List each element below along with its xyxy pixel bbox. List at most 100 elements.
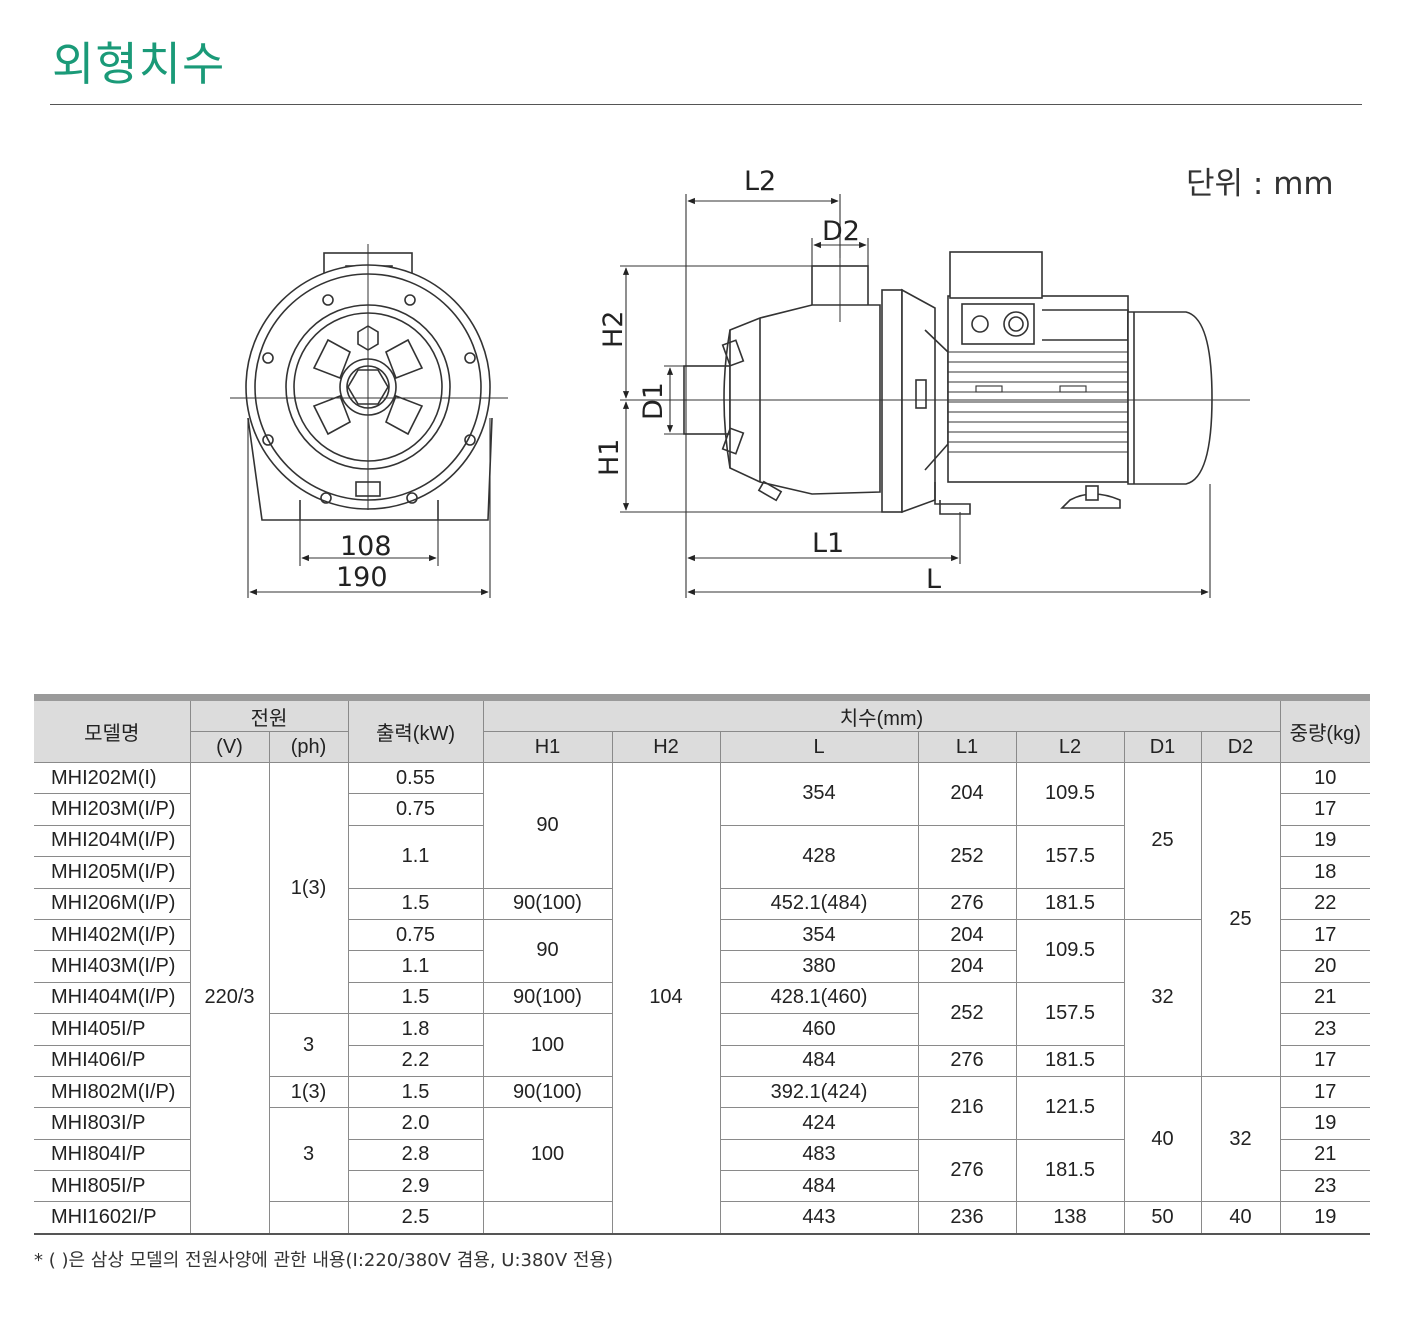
front-dim-108: 108 <box>340 531 392 562</box>
table-row: MHI805I/P 2.9 484 23 <box>34 1170 1370 1203</box>
side-dim-d2: D2 <box>822 216 860 247</box>
d2-cell: 32 <box>1200 1075 1281 1203</box>
model-cell: MHI803I/P <box>34 1107 191 1140</box>
table-row: MHI802M(I/P) 1(3) 1.5 90(100) 392.1(424)… <box>34 1075 1370 1203</box>
l-cell: 484 <box>719 1044 919 1077</box>
l-cell: 354 <box>719 918 919 952</box>
side-dim-h2: H2 <box>598 311 629 348</box>
model-cell: MHI402M(I/P) <box>34 918 191 952</box>
h1-cell: 90 <box>482 918 613 983</box>
l1-cell: 276 <box>917 1138 1017 1203</box>
weight-cell: 23 <box>1279 1170 1370 1203</box>
table-row: MHI1602I/P 2.5 443 236 138 50 40 19 <box>34 1201 1370 1235</box>
output-cell: 2.8 <box>347 1138 484 1172</box>
h1-cell: 90(100) <box>482 887 613 920</box>
model-cell: MHI405I/P <box>34 1013 191 1046</box>
weight-cell: 23 <box>1279 1013 1370 1046</box>
model-cell: MHI802M(I/P) <box>34 1075 191 1109</box>
output-cell: 0.75 <box>347 918 484 952</box>
l1-cell: 216 <box>917 1075 1017 1140</box>
l2-cell: 181.5 <box>1015 1044 1125 1077</box>
weight-cell: 10 <box>1279 761 1370 795</box>
model-cell: MHI206M(I/P) <box>34 887 191 920</box>
l-cell: 460 <box>719 1013 919 1046</box>
weight-cell: 17 <box>1279 1044 1370 1077</box>
d1-cell: 50 <box>1123 1201 1202 1235</box>
l-cell: 428.1(460) <box>719 981 919 1015</box>
footnote: * ( )은 삼상 모델의 전원사양에 관한 내용(I:220/380V 겸용,… <box>34 1250 614 1271</box>
l-cell: 424 <box>719 1107 919 1140</box>
weight-cell: 18 <box>1279 856 1370 889</box>
table-row: MHI403M(I/P) 1.1 380 204 20 <box>34 950 1370 983</box>
volt-cell: 220/3 <box>189 761 270 1235</box>
l2-cell: 157.5 <box>1015 824 1125 889</box>
model-cell: MHI805I/P <box>34 1170 191 1203</box>
weight-cell: 19 <box>1279 1107 1370 1140</box>
weight-cell: 21 <box>1279 981 1370 1015</box>
output-cell: 2.9 <box>347 1170 484 1203</box>
l2-cell: 121.5 <box>1015 1075 1125 1140</box>
title-divider <box>50 104 1362 105</box>
output-cell: 0.55 <box>347 761 484 795</box>
l1-cell: 236 <box>917 1201 1017 1235</box>
header-dims: 치수(mm) <box>482 697 1281 732</box>
weight-cell: 20 <box>1279 950 1370 983</box>
l2-cell: 181.5 <box>1015 887 1125 920</box>
weight-cell: 17 <box>1279 918 1370 952</box>
l-cell: 354 <box>719 762 919 826</box>
d2-cell: 40 <box>1200 1201 1281 1235</box>
table-row: MHI406I/P 2.2 484 276 181.5 17 <box>34 1044 1370 1077</box>
table-row: MHI206M(I/P) 1.5 90(100) 452.1(484) 276 … <box>34 887 1370 920</box>
side-dim-h1: H1 <box>594 439 625 476</box>
l2-cell: 138 <box>1015 1201 1125 1235</box>
h1-cell: 90(100) <box>482 1075 613 1109</box>
l1-cell: 204 <box>917 918 1017 952</box>
side-dim-d1: D1 <box>638 382 669 420</box>
l-cell: 483 <box>719 1138 919 1172</box>
h2-cell: 104 <box>611 761 721 1235</box>
output-cell: 1.8 <box>347 1013 484 1046</box>
output-cell: 1.5 <box>347 981 484 1015</box>
phase-cell: 3 <box>268 1013 349 1077</box>
side-dim-l2: L2 <box>744 166 776 197</box>
l1-cell: 276 <box>917 1044 1017 1077</box>
l-cell: 392.1(424) <box>719 1075 919 1109</box>
pump-side-view <box>683 251 1213 515</box>
model-cell: MHI202M(I) <box>34 761 191 795</box>
header-h2: H2 <box>611 731 721 763</box>
phase-cell: 1(3) <box>268 1075 349 1109</box>
model-cell: MHI1602I/P <box>34 1201 191 1235</box>
output-cell: 1.5 <box>347 1075 484 1109</box>
header-phase: (ph) <box>268 731 349 763</box>
header-volt: (V) <box>190 731 270 763</box>
header-model: 모델명 <box>34 697 191 763</box>
l-cell: 452.1(484) <box>719 887 919 920</box>
table-row: MHI404M(I/P) 1.5 90(100) 428.1(460) 252 … <box>34 981 1370 1046</box>
weight-cell: 19 <box>1279 824 1370 858</box>
output-cell: 2.5 <box>347 1201 484 1235</box>
model-cell: MHI205M(I/P) <box>34 856 191 889</box>
d1-cell: 32 <box>1123 918 1202 1077</box>
unit-label: 단위 : mm <box>1186 166 1334 202</box>
header-h1: H1 <box>482 731 613 763</box>
l1-cell: 276 <box>917 887 1017 920</box>
side-dim-l1: L1 <box>812 528 844 559</box>
weight-cell: 21 <box>1279 1138 1370 1172</box>
pump-front-view <box>245 252 493 521</box>
header-l1: L1 <box>917 731 1017 763</box>
l-cell: 484 <box>719 1170 919 1203</box>
weight-cell: 17 <box>1279 793 1370 826</box>
header-d2: D2 <box>1200 731 1280 763</box>
l2-cell: 181.5 <box>1015 1138 1125 1203</box>
l2-cell: 157.5 <box>1015 981 1125 1046</box>
h1-cell: 100 <box>482 1013 613 1077</box>
phase-cell <box>268 1201 349 1235</box>
phase-cell: 1(3) <box>268 761 349 1015</box>
l-cell: 428 <box>719 824 919 889</box>
l1-cell: 204 <box>917 762 1017 826</box>
model-cell: MHI403M(I/P) <box>34 950 191 983</box>
h1-cell: 90(100) <box>482 981 613 1015</box>
l1-cell: 252 <box>917 824 1017 889</box>
model-cell: MHI203M(I/P) <box>34 793 191 826</box>
l2-cell: 109.5 <box>1015 762 1125 826</box>
